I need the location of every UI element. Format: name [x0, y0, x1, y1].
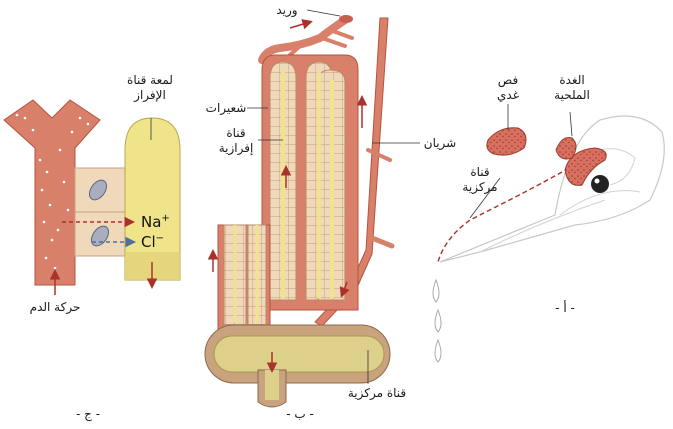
- secretory-duct-label-line1: قناة: [226, 126, 245, 140]
- cell-nucleus-upper: [88, 179, 108, 201]
- central-duct-label-a-line2: مركزية: [462, 180, 497, 195]
- salt-gland-label-line1: الغدة: [559, 73, 584, 87]
- panel-a-caption: - أ -: [555, 300, 575, 315]
- artery-label: شريان: [424, 136, 456, 151]
- salt-gland: [564, 147, 607, 186]
- vein-opening: [339, 15, 353, 23]
- salt-gland-label-line2: الملحية: [554, 88, 590, 102]
- duct-lumen-label-line2: الإفراز: [133, 88, 166, 103]
- gland-lobe: [486, 127, 527, 156]
- duct-lumen: [124, 117, 181, 281]
- blood-flow-label: حركة الدم: [30, 300, 81, 315]
- salt-droplet: [432, 278, 440, 303]
- central-duct-label-a-line1: قناة: [470, 165, 489, 179]
- central-duct-leader-a: [469, 177, 501, 219]
- central-duct-label: قناة مركزية: [348, 386, 406, 401]
- artery: [314, 17, 389, 327]
- panel-c: Na+ Cl− لمعة قناة الإفراز حركة الدم - ج …: [3, 73, 181, 421]
- salt-gland-leader: [569, 111, 573, 137]
- panel-b-caption: - ب -: [286, 407, 314, 421]
- duct-lumen-label-line1: لمعة قناة: [127, 73, 173, 87]
- capillaries-label: شعيرات: [206, 101, 247, 116]
- chloride-label: Cl−: [141, 233, 164, 251]
- vein-flow-arrow: [289, 19, 313, 30]
- panel-b: وريد شعيرات قناة إفرازية شريان قناة مركز…: [204, 3, 456, 421]
- vein-leader: [306, 9, 341, 17]
- artery-flow-arrow-lower: [339, 281, 350, 298]
- blood-cells: [15, 113, 90, 270]
- sodium-label: Na+: [141, 213, 170, 231]
- cell-nucleus-lower: [90, 225, 110, 247]
- salt-gland-upper: [555, 137, 577, 160]
- panel-c-caption: - ج -: [76, 407, 100, 421]
- central-duct-lumen: [213, 335, 385, 373]
- gland-lobe-label-line2: غدي: [497, 88, 519, 102]
- vein-label: وريد: [276, 3, 297, 18]
- gland-lobe-label-line1: فص: [498, 73, 518, 88]
- panel-a: الغدة الملحية فص غدي قناة مركزية - أ -: [432, 73, 665, 363]
- eye: [591, 175, 609, 193]
- blood-vessel: [3, 99, 101, 286]
- secretory-duct-label-line2: إفرازية: [219, 141, 254, 156]
- central-duct-path: [437, 171, 563, 263]
